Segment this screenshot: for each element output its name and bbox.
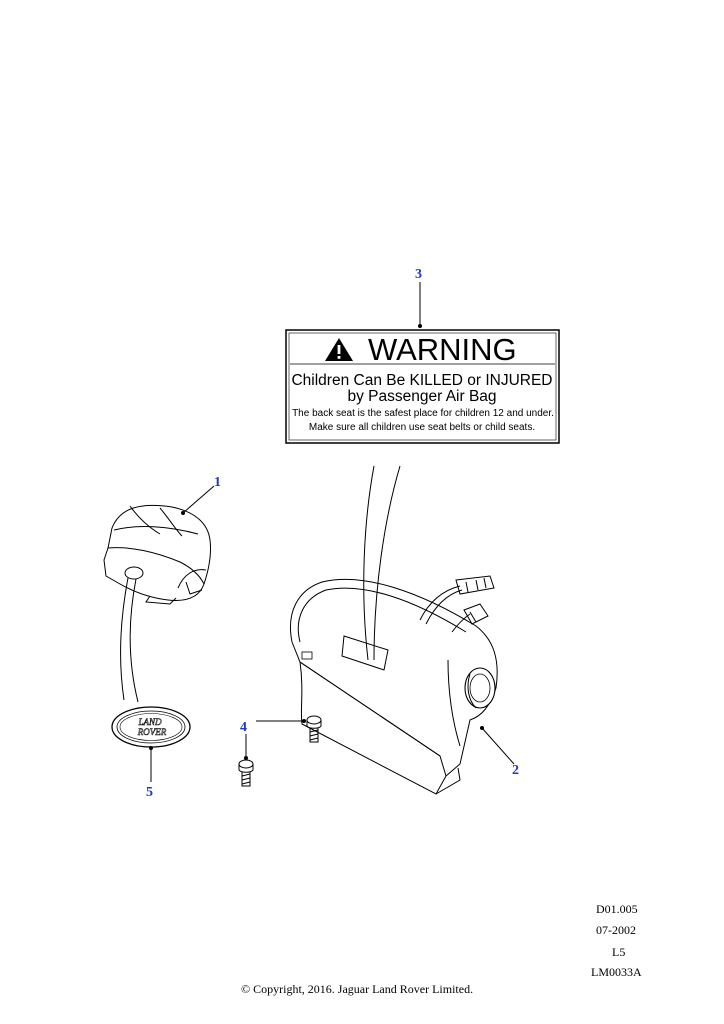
warning-line-4: Make sure all children use seat belts or… (309, 422, 535, 433)
callout-2: 2 (512, 763, 519, 778)
copyright-text: © Copyright, 2016. Jaguar Land Rover Lim… (241, 982, 474, 996)
warning-title: WARNING (368, 332, 517, 367)
emblem-part: LAND ROVER 5 (111, 706, 191, 800)
diagram-ref: D01.005 (596, 902, 638, 916)
illustration-id: LM0033A (591, 965, 642, 979)
emblem-text-rover: ROVER (137, 727, 167, 737)
callout-4: 4 (240, 720, 247, 735)
warning-line-3: The back seat is the safest place for ch… (292, 408, 554, 419)
callout-3: 3 (415, 267, 422, 282)
warning-line-2: by Passenger Air Bag (347, 388, 496, 405)
callout-1: 1 (214, 475, 221, 490)
screw-part: 4 (238, 715, 322, 787)
diagram-code: L5 (612, 945, 626, 959)
diagram-date: 07-2002 (596, 923, 636, 937)
emblem-text-land: LAND (137, 717, 162, 727)
screw-upper (306, 715, 322, 743)
passenger-airbag-module-part: 2 (290, 465, 519, 795)
screw-lower (238, 759, 254, 787)
warning-label-part: WARNING Children Can Be KILLED or INJURE… (285, 267, 560, 444)
warning-line-1: Children Can Be KILLED or INJURED (291, 372, 552, 389)
callout-5: 5 (146, 785, 153, 800)
warning-triangle-icon (325, 338, 353, 361)
steering-airbag-module-part: 1 (103, 475, 221, 703)
